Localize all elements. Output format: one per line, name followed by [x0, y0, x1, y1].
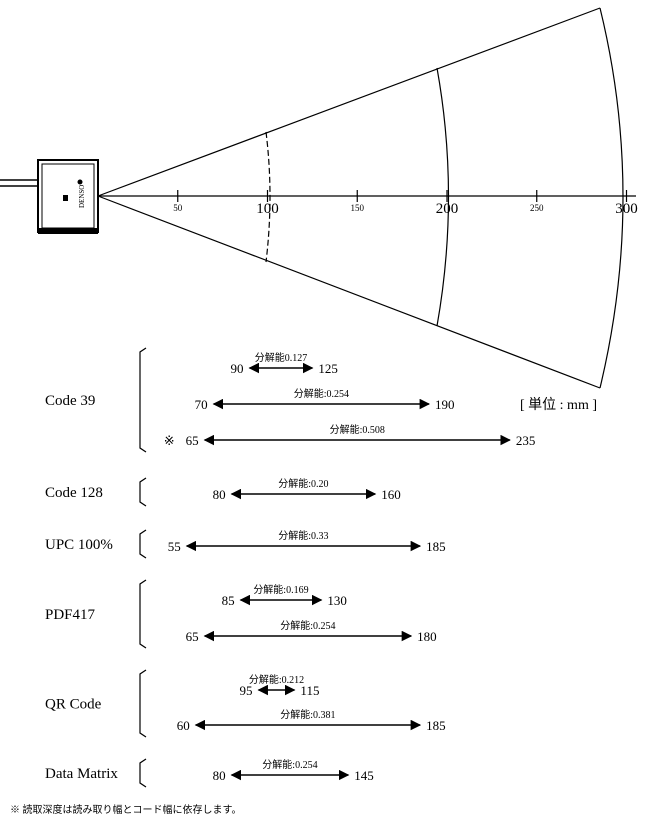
scanner-sensor	[77, 179, 83, 185]
range-note-mark: ※	[164, 433, 175, 448]
code-label-pdf417: PDF417	[45, 607, 96, 623]
code-label-code-39: Code 39	[45, 393, 95, 409]
resolution-label: 分解能:0.508	[330, 423, 385, 436]
code-label-qr-code: QR Code	[45, 697, 102, 713]
reading-field: 50 100 150 200 250 300	[97, 7, 638, 389]
range-bars: Code 39 分解能0.127 90 125 分解能:0.254 70 190 分解能:0.…	[45, 347, 536, 788]
range-max-label: 190	[435, 397, 455, 412]
code-bracket-qr-code	[139, 669, 147, 738]
arc-300	[599, 7, 624, 389]
range-min-label: 65	[186, 629, 199, 644]
field-upper-edge	[97, 7, 601, 197]
scanner-brand-label: DENSO	[78, 185, 86, 208]
axis-tick-label-100: 100	[256, 201, 279, 217]
axis-tick-label-150: 150	[351, 203, 365, 213]
range-min-label: 95	[240, 683, 253, 698]
range-max-label: 235	[516, 433, 536, 448]
unit-label: [ 単位 : mm ]	[520, 397, 597, 413]
code-bracket-code-128	[139, 477, 147, 507]
scanner-cable	[0, 179, 40, 187]
resolution-label: 分解能:0.381	[280, 708, 335, 721]
resolution-label: 分解能:0.254	[294, 387, 349, 400]
range-min-label: 90	[231, 361, 244, 376]
arc-200	[436, 67, 450, 327]
code-bracket-upc-100-	[139, 529, 147, 559]
range-min-label: 70	[195, 397, 208, 412]
axis-tick-label-250: 250	[530, 203, 544, 213]
range-max-label: 185	[426, 718, 446, 733]
code-label-data-matrix: Data Matrix	[45, 766, 118, 782]
range-max-label: 130	[327, 593, 347, 608]
footnote: ※ 読取深度は読み取り幅とコード幅に依存します。	[10, 803, 242, 816]
resolution-label: 分解能0.127	[255, 351, 308, 364]
code-bracket-data-matrix	[139, 758, 147, 788]
range-min-label: 85	[222, 593, 235, 608]
range-min-label: 80	[213, 768, 226, 783]
resolution-label: 分解能:0.212	[249, 673, 304, 686]
scanner-device: DENSO	[0, 159, 99, 234]
range-max-label: 125	[318, 361, 338, 376]
arc-100	[265, 131, 271, 263]
axis-ticks: 50 100 150 200 250 300	[173, 190, 638, 217]
axis-tick-label-300: 300	[615, 201, 638, 217]
axis-tick-label-200: 200	[436, 201, 459, 217]
range-min-label: 65	[186, 433, 199, 448]
range-min-label: 60	[177, 718, 190, 733]
range-max-label: 180	[417, 629, 437, 644]
range-max-label: 115	[300, 683, 319, 698]
resolution-label: 分解能:0.20	[278, 477, 328, 490]
resolution-label: 分解能:0.169	[253, 583, 308, 596]
field-lower-edge	[97, 195, 601, 389]
range-min-label: 80	[213, 487, 226, 502]
range-max-label: 160	[381, 487, 401, 502]
code-label-code-128: Code 128	[45, 485, 103, 501]
resolution-label: 分解能:0.33	[278, 529, 328, 542]
resolution-label: 分解能:0.254	[280, 619, 335, 632]
scanner-indicator	[63, 195, 68, 201]
range-max-label: 145	[354, 768, 374, 783]
range-min-label: 55	[168, 539, 181, 554]
code-bracket-pdf417	[139, 579, 147, 649]
code-bracket-code-39	[139, 347, 147, 453]
range-max-label: 185	[426, 539, 446, 554]
code-label-upc-100-: UPC 100%	[45, 537, 113, 553]
axis-tick-label-50: 50	[173, 203, 183, 213]
resolution-label: 分解能:0.254	[262, 758, 317, 771]
